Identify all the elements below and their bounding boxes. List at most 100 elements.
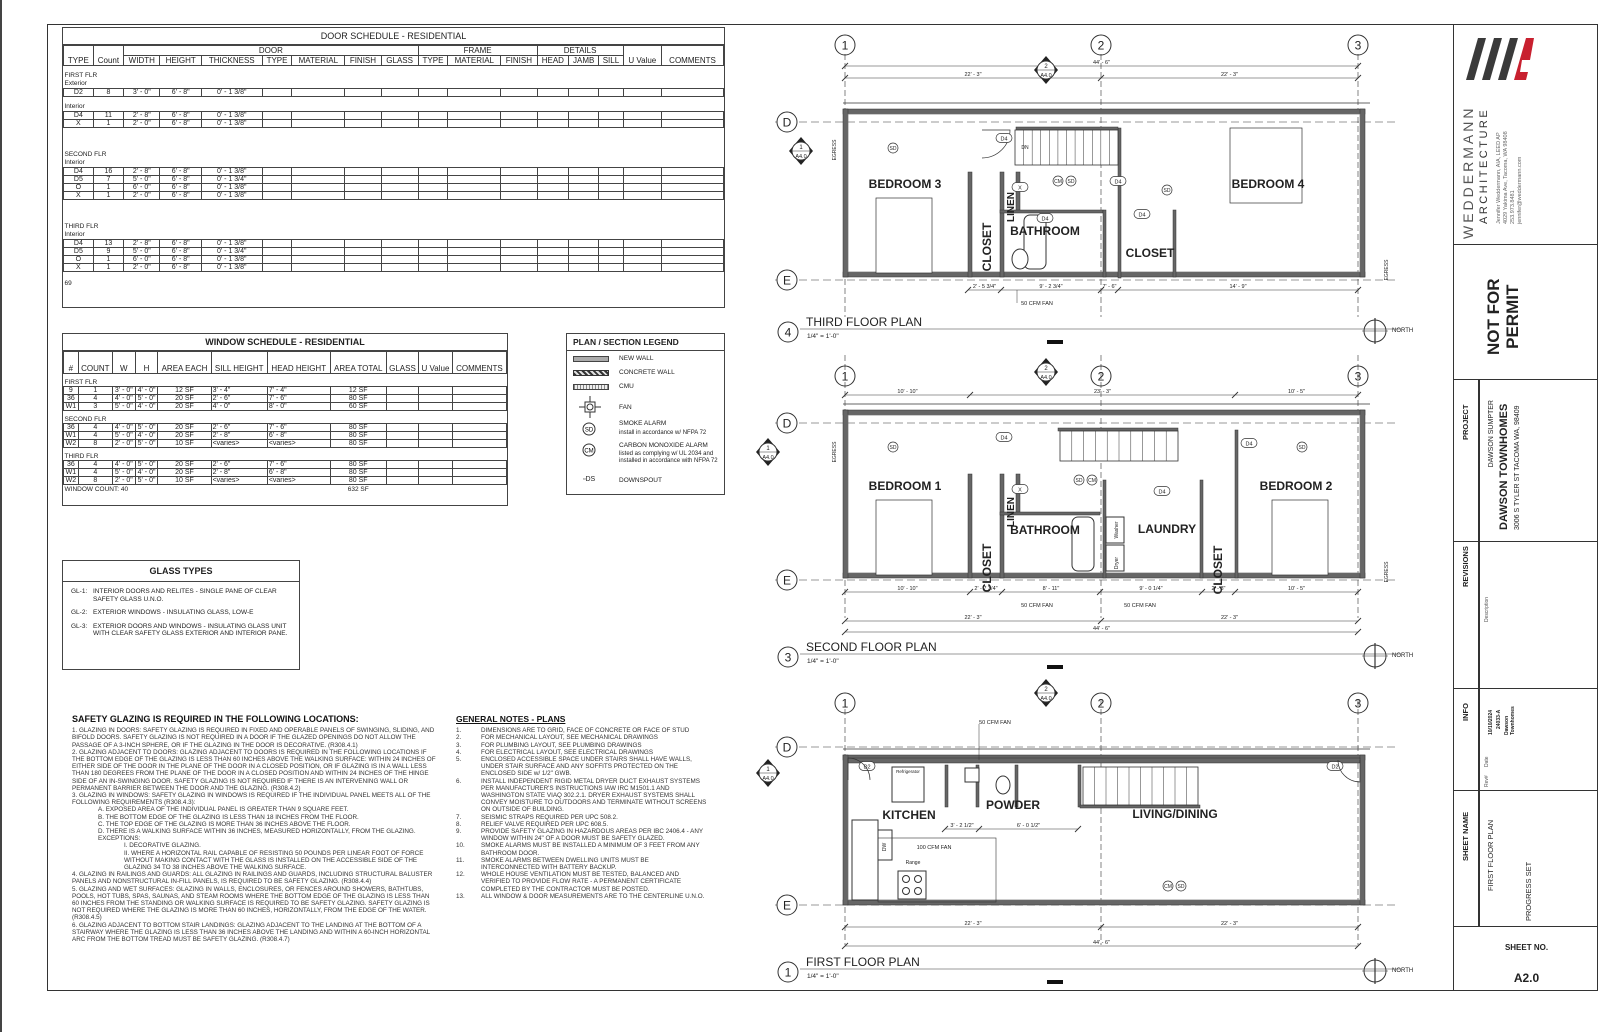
- column-header: GLASS: [380, 55, 419, 66]
- door-tag: [1011, 182, 1029, 192]
- grid-d: [776, 412, 798, 434]
- wall: [1102, 209, 1107, 278]
- cell: <varies>: [210, 476, 268, 485]
- grid-1-label: 1: [842, 39, 849, 53]
- dryer-label: Dryer: [1114, 557, 1120, 570]
- line: [1354, 286, 1362, 294]
- washer-label: Washer: [1114, 521, 1120, 538]
- floor-label: FIRST FLR: [64, 66, 724, 79]
- wall: [1014, 764, 1019, 808]
- line: [841, 942, 849, 950]
- rev-col-date: Date: [1484, 756, 1490, 767]
- bed: [875, 499, 933, 576]
- room-laundry: LAUNDRY: [1138, 522, 1196, 536]
- smoke-alarm-icon: [887, 441, 899, 453]
- door-tag-label: D4: [1114, 179, 1121, 185]
- note-text: SMOKE ALARMS MUST BE INSTALLED A MINIMUM…: [481, 842, 700, 857]
- dim-mid-1: 22' - 3": [1221, 921, 1238, 927]
- wall: [842, 108, 1366, 115]
- cell: [536, 262, 570, 272]
- line: [841, 923, 849, 931]
- legend-smoke-alarm: SMOKE ALARM: [619, 420, 667, 427]
- room-linen: LINEN: [1006, 192, 1017, 222]
- co-alarm-icon: [1052, 175, 1064, 187]
- cell: [661, 118, 724, 128]
- fan-100-callout: 100 CFM FAN: [917, 845, 952, 851]
- dim-bottom-3: 14' - 9": [1229, 284, 1246, 290]
- sheet-name-block: SHEET NAME FIRST FLOOR PLAN PROGRESS SET: [1454, 791, 1598, 927]
- wall: [1172, 209, 1177, 278]
- legend-smoke-note: install in accordance w/ NFPA 72: [619, 430, 707, 436]
- grid-3-label: 3: [1355, 39, 1362, 53]
- window-schedule-title: WINDOW SCHEDULE - RESIDENTIAL: [63, 334, 507, 351]
- sheet-number-block: SHEET NO. A2.0: [1454, 927, 1598, 991]
- line: [1354, 923, 1362, 931]
- door-tag-label: D4: [1041, 216, 1048, 222]
- door-tag: [1011, 484, 1029, 494]
- glass-description: INTERIOR DOORS AND RELITES - SINGLE PANE…: [93, 588, 277, 603]
- downspout-icon: ▫DS: [583, 476, 596, 483]
- cell: 8: [77, 476, 113, 485]
- general-notes: GENERAL NOTES - PLANS 1.DIMENSIONS ARE T…: [456, 714, 708, 900]
- note-text: INSTALL INDEPENDENT RIGID METAL DRYER DU…: [481, 777, 707, 814]
- cell: 2' - 0": [123, 190, 161, 200]
- burner: [902, 875, 910, 883]
- cell: 0' - 1 3/8": [200, 190, 263, 200]
- firm-block: WEDDERMANN ARCHITECTURE Jennifer Wedderm…: [1454, 24, 1598, 245]
- wall: [999, 473, 1005, 579]
- cell: [451, 402, 508, 411]
- group-label: Interior: [64, 158, 724, 167]
- general-note: 7.SEISMIC STRAPS REQUIRED PER UPC 508.2.: [456, 814, 708, 821]
- floor-label: SECOND FLR: [64, 416, 107, 423]
- cell: [451, 439, 508, 448]
- line: [975, 825, 983, 833]
- cell: [661, 190, 724, 200]
- cell: [380, 87, 419, 97]
- door-tag: [995, 133, 1013, 143]
- general-note: 5.ENCLOSED ACCESSIBLE SPACE UNDER STAIRS…: [456, 756, 708, 778]
- cell: 4' - 0": [210, 402, 268, 411]
- glass-description: EXTERIOR DOORS AND WINDOWS - INSULATING …: [93, 622, 288, 638]
- column-header: SILL HEIGHT: [210, 351, 268, 374]
- legend-co-note: listed as complying w/ UL 2034 and insta…: [619, 451, 718, 464]
- cell: [380, 190, 419, 200]
- cell: 8: [77, 439, 113, 448]
- door-tag: [1109, 176, 1127, 186]
- general-notes-title: GENERAL NOTES - PLANS: [456, 714, 566, 724]
- grid-d: [776, 111, 798, 133]
- note-text: ALL WINDOW & DOOR MEASUREMENTS ARE TO TH…: [481, 892, 705, 900]
- safety-note: A. EXPOSED AREA OF THE INDIVIDUAL PANEL …: [98, 806, 349, 814]
- view-number: [777, 646, 799, 668]
- info-file: Dawson Townhomes: [1504, 706, 1516, 735]
- project-label: PROJECT: [1461, 404, 1470, 440]
- bed: [1229, 127, 1303, 204]
- column-header: SILL: [598, 55, 624, 66]
- safety-note: 5. GLAZING AND WET SURFACES: GLAZING IN …: [72, 885, 430, 922]
- egress-label: EGRESS: [832, 139, 838, 161]
- cell: [568, 190, 600, 200]
- glass-types: GLASS TYPES GL-1:INTERIOR DOORS AND RELI…: [62, 560, 300, 670]
- stamp-line-2: PERMIT: [1503, 284, 1522, 349]
- safety-glazing-notes: SAFETY GLAZING IS REQUIRED IN THE FOLLOW…: [72, 714, 437, 943]
- sheet-number: A2.0: [1513, 971, 1540, 985]
- wall: [1057, 427, 1179, 432]
- column-header: JAMB: [568, 55, 600, 66]
- co-alarm-label: CM: [1088, 478, 1096, 484]
- smoke-alarm-icon: [1065, 175, 1077, 187]
- fan-50-callout: 50 CFM FAN: [979, 720, 1011, 726]
- dim-bottom-5: 10' - 5": [1288, 586, 1305, 592]
- column-header: COUNT: [77, 351, 113, 374]
- door-swing: [847, 757, 871, 781]
- line: [998, 588, 1006, 596]
- cell: [622, 262, 663, 272]
- smoke-alarm-label: SD: [890, 445, 897, 451]
- cell: [568, 118, 600, 128]
- refrigerator: [891, 766, 925, 803]
- door-tag: [1326, 761, 1344, 771]
- cell: [622, 87, 663, 97]
